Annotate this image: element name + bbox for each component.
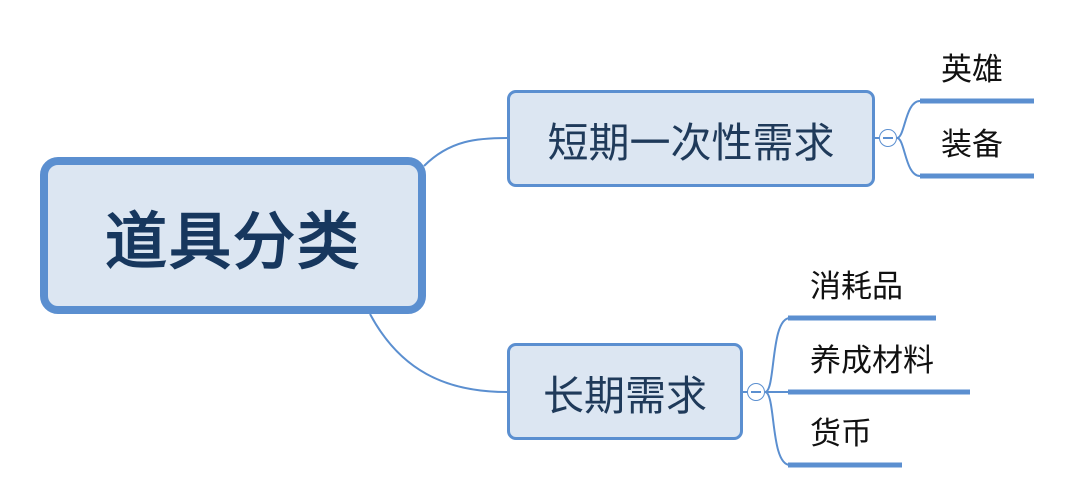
leaf-node-consumables[interactable]: 消耗品 (810, 269, 903, 305)
connector-root-branch-2 (369, 313, 508, 393)
collapse-toggle-icon[interactable] (879, 129, 897, 147)
collapse-toggle-icon[interactable] (747, 383, 765, 401)
root-node[interactable]: 道具分类 (40, 157, 426, 314)
connector-root-branch-1 (423, 137, 508, 167)
branch-node-short-term[interactable]: 短期一次性需求 (507, 90, 875, 187)
leaf-node-currency[interactable]: 货币 (810, 416, 872, 452)
leaf-node-hero[interactable]: 英雄 (941, 52, 1003, 88)
branch-node-long-term[interactable]: 长期需求 (507, 343, 743, 440)
connector-leaf-英雄 (896, 100, 1033, 139)
connector-leaf-装备 (896, 137, 1033, 177)
leaf-node-upgrade-materials[interactable]: 养成材料 (810, 343, 934, 379)
leaf-node-equipment[interactable]: 装备 (941, 127, 1003, 163)
